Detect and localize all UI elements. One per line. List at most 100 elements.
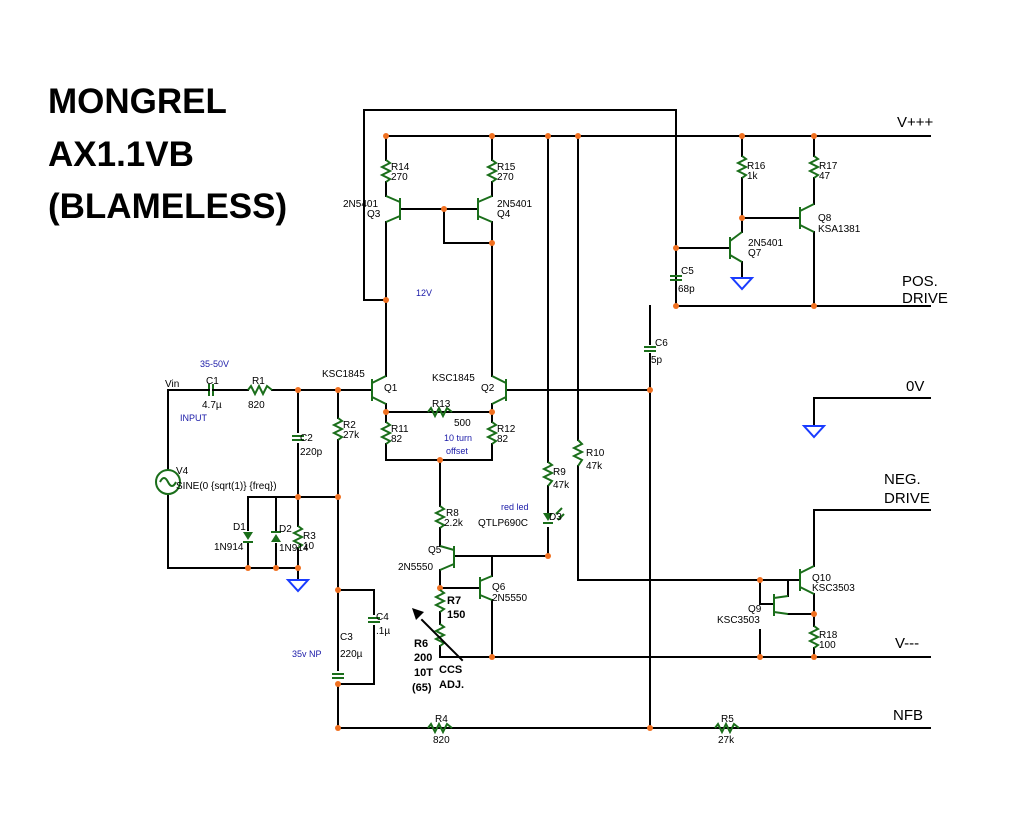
junctions xyxy=(245,133,817,731)
q1-value: KSC1845 xyxy=(322,369,365,380)
ccs-adj-1: CCS xyxy=(439,664,462,676)
r13-note-1: 10 turn xyxy=(444,433,472,443)
trim-arrow-icon xyxy=(420,618,464,662)
c5-name: C5 xyxy=(681,266,694,277)
r7-value: 150 xyxy=(447,609,465,621)
r17-name: R17 xyxy=(819,161,838,172)
diode-symbols xyxy=(243,507,565,543)
q9-value: KSC3503 xyxy=(717,615,760,626)
q5-name: Q5 xyxy=(428,545,442,556)
r6-value: 200 xyxy=(414,652,432,664)
resistor-r14 xyxy=(379,159,393,183)
port-pos-drive-2: DRIVE xyxy=(902,290,948,307)
input-labels: Vin INPUT 35-50V V4 SINE(0 {sqrt(1)} {fr… xyxy=(165,359,277,492)
port-vminus: V--- xyxy=(895,635,919,652)
c3-note: 35v NP xyxy=(292,649,322,659)
r3-value: 10 xyxy=(303,541,315,552)
v4-value: SINE(0 {sqrt(1)} {freq}) xyxy=(176,481,277,492)
ccs-adj-2: ADJ. xyxy=(439,679,464,691)
port-neg-drive-2: DRIVE xyxy=(884,490,930,507)
q6-name: Q6 xyxy=(492,582,506,593)
r7-name: R7 xyxy=(447,595,461,607)
capacitor-symbols xyxy=(199,275,682,679)
resistor-r3 xyxy=(291,525,305,549)
resistor-r5 xyxy=(714,721,740,735)
r1-name: R1 xyxy=(252,376,265,387)
r11-value: 82 xyxy=(391,434,403,445)
port-neg-drive-1: NEG. xyxy=(884,471,921,488)
c5-value: 68p xyxy=(678,284,695,295)
sine-source xyxy=(155,469,181,495)
port-zero-v: 0V xyxy=(906,378,924,395)
title-line-2: AX1.1VB xyxy=(48,135,194,174)
r10-value: 47k xyxy=(586,461,603,472)
resistor-r7 xyxy=(433,589,447,613)
resistor-r15 xyxy=(485,159,499,183)
note-12v: 12V xyxy=(416,288,432,298)
supply-note: 35-50V xyxy=(200,359,229,369)
q3-name: Q3 xyxy=(367,209,381,220)
port-nfb: NFB xyxy=(893,707,923,724)
resistor-r10 xyxy=(571,439,585,467)
resistor-r2 xyxy=(331,417,345,441)
resistor-r16 xyxy=(735,155,749,179)
q10-value: KSC3503 xyxy=(812,583,855,594)
resistor-r18 xyxy=(807,625,821,649)
title-block: MONGREL AX1.1VB (BLAMELESS) xyxy=(48,82,287,226)
resistor-r1 xyxy=(247,383,273,397)
q8-name: Q8 xyxy=(818,213,832,224)
port-labels: V+++ POS. DRIVE 0V NEG. DRIVE V--- NFB xyxy=(884,114,948,724)
ground-icon-1 xyxy=(285,579,311,593)
d3-note: red led xyxy=(501,502,529,512)
r10-name: R10 xyxy=(586,448,605,459)
q7-value: 2N5401 xyxy=(748,238,783,249)
r9-value: 47k xyxy=(553,480,570,491)
r13-note-2: offset xyxy=(446,446,468,456)
ground-symbols xyxy=(285,277,827,593)
r9-name: R9 xyxy=(553,467,566,478)
ground-icon-3 xyxy=(801,425,827,439)
r15-value: 270 xyxy=(497,172,514,183)
r14-name: R14 xyxy=(391,162,410,173)
r4-value: 820 xyxy=(433,735,450,746)
component-labels: C1 4.7µ R1 820 C2 220p R2 27k R3 10 D1 1… xyxy=(202,161,861,746)
d2-name: D2 xyxy=(279,524,292,535)
r16-value: 1k xyxy=(747,171,759,182)
q1-name: Q1 xyxy=(384,383,398,394)
q5-value: 2N5550 xyxy=(398,562,433,573)
d3-value: QTLP690C xyxy=(478,518,528,529)
resistor-symbols xyxy=(247,155,821,735)
title-line-1: MONGREL xyxy=(48,82,227,121)
c6-value: 5p xyxy=(651,355,663,366)
r1-value: 820 xyxy=(248,400,265,411)
r6-extra-1: 10T xyxy=(414,667,433,679)
c2-name: C2 xyxy=(300,433,313,444)
q8-value: KSA1381 xyxy=(818,224,861,235)
title-line-3: (BLAMELESS) xyxy=(48,187,287,226)
q4-value: 2N5401 xyxy=(497,199,532,210)
r5-value: 27k xyxy=(718,735,735,746)
q2-name: Q2 xyxy=(481,383,495,394)
input-label: INPUT xyxy=(180,413,208,423)
r13-value: 500 xyxy=(454,418,471,429)
port-vplus: V+++ xyxy=(897,114,934,131)
resistor-r17 xyxy=(807,155,821,179)
d2-value: 1N914 xyxy=(279,543,309,554)
r16-name: R16 xyxy=(747,161,766,172)
c2-value: 220p xyxy=(300,447,323,458)
r18-value: 100 xyxy=(819,640,836,651)
r8-name: R8 xyxy=(446,508,459,519)
c3-value: 220µ xyxy=(340,649,363,660)
c6-name: C6 xyxy=(655,338,668,349)
q3-value: 2N5401 xyxy=(343,199,378,210)
q6-value: 2N5550 xyxy=(492,593,527,604)
q10-name: Q10 xyxy=(812,573,831,584)
r2-value: 27k xyxy=(343,430,360,441)
r13-name: R13 xyxy=(432,399,451,410)
c1-value: 4.7µ xyxy=(202,400,222,411)
r6-name: R6 xyxy=(414,638,428,650)
q4-name: Q4 xyxy=(497,209,511,220)
port-pos-drive-1: POS. xyxy=(902,273,938,290)
c1-name: C1 xyxy=(206,376,219,387)
